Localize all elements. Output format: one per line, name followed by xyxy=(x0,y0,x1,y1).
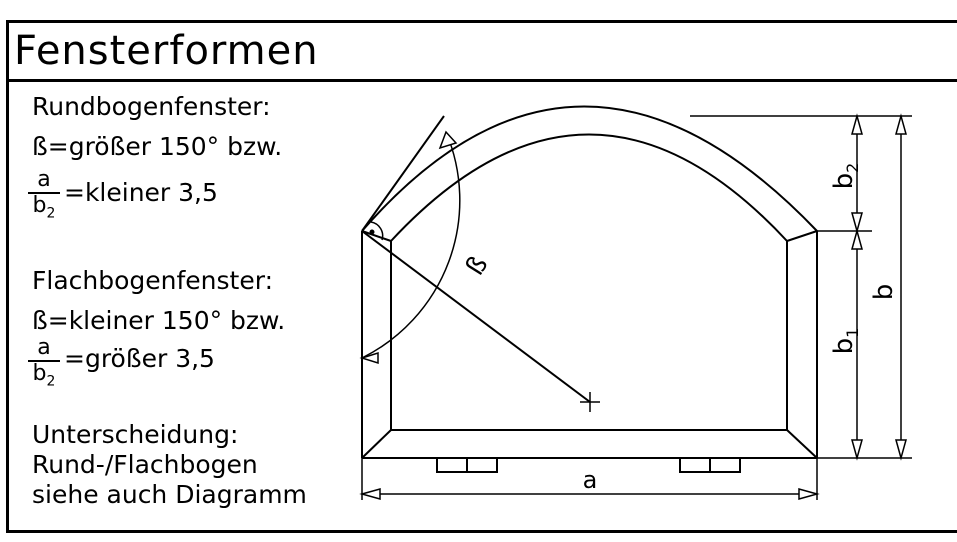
label-beta: ß xyxy=(460,251,494,281)
label-a: a xyxy=(583,466,598,494)
note-line-3: siehe auch Diagramm xyxy=(32,480,307,509)
flachbogen-fraction: a b2 xyxy=(28,336,60,393)
fraction-denominator: b2 xyxy=(32,193,56,222)
flachbogen-condition: ß=kleiner 150° bzw. xyxy=(32,306,286,335)
beta-arc xyxy=(361,131,461,359)
fraction-numerator: a xyxy=(28,168,60,194)
page-title: Fensterformen xyxy=(14,28,319,74)
flachbogen-heading: Flachbogenfenster: xyxy=(32,266,273,295)
title-bar: Fensterformen xyxy=(6,20,957,82)
fraction-denominator: b2 xyxy=(32,361,56,390)
rundbogen-condition: ß=größer 150° bzw. xyxy=(32,132,283,161)
fraction-numerator: a xyxy=(28,336,60,362)
label-b: b xyxy=(869,284,899,301)
flachbogen-ratio: =größer 3,5 xyxy=(64,344,215,373)
label-b2: b2 xyxy=(829,163,862,190)
inner-arch xyxy=(390,133,788,242)
rundbogen-heading: Rundbogenfenster: xyxy=(32,92,271,121)
tangent-line xyxy=(361,115,445,232)
rundbogen-fraction: a b2 xyxy=(28,168,60,225)
label-b1: b1 xyxy=(829,328,862,355)
radius-line xyxy=(361,230,591,403)
outer-arch xyxy=(361,105,818,232)
rundbogen-ratio: =kleiner 3,5 xyxy=(64,178,218,207)
note-line-2: Rund-/Flachbogen xyxy=(32,450,258,479)
drawing-frame xyxy=(6,20,957,533)
note-line-1: Unterscheidung: xyxy=(32,420,239,449)
